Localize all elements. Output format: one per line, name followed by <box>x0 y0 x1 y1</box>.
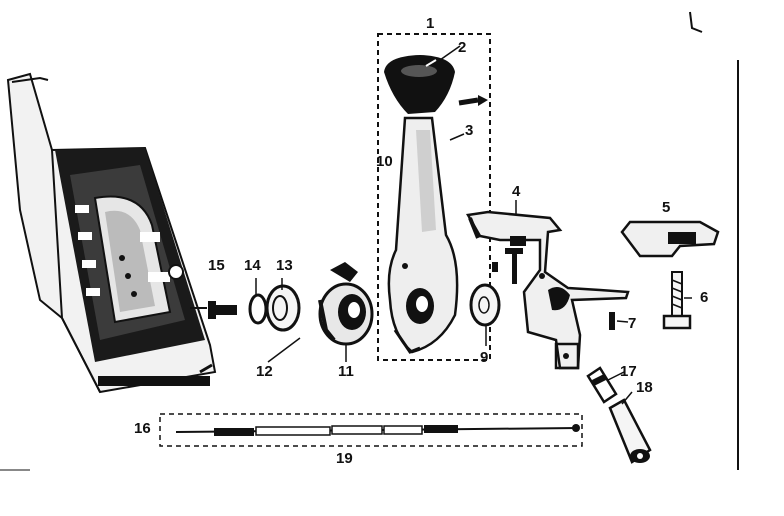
label-part-6: 6 <box>700 289 708 306</box>
part-10-lever-arm <box>387 116 459 354</box>
part-2-knob <box>384 55 455 114</box>
label-part-12: 12 <box>256 363 273 380</box>
part-15-screw <box>190 301 237 319</box>
part-5-clip <box>620 220 720 258</box>
part-12-leader <box>267 337 301 363</box>
leader-lines <box>255 45 692 405</box>
label-part-13: 13 <box>276 257 293 274</box>
part-17-ferrule <box>586 366 618 404</box>
part-3-pin <box>458 95 488 106</box>
label-part-2: 2 <box>458 39 466 56</box>
part-13-disc <box>265 284 301 332</box>
control-box-housing <box>6 72 217 394</box>
label-part-16: 16 <box>134 420 151 437</box>
label-part-7: 7 <box>628 315 636 332</box>
label-part-14: 14 <box>244 257 261 274</box>
label-part-18: 18 <box>636 379 653 396</box>
label-part-3: 3 <box>465 122 473 139</box>
label-part-19: 19 <box>336 450 353 467</box>
lever-assembly-outline <box>377 33 491 361</box>
label-part-9: 9 <box>480 349 488 366</box>
part-4-bracket <box>466 210 630 370</box>
label-part-5: 5 <box>662 199 670 216</box>
part-16-cable <box>159 413 583 447</box>
label-part-1: 1 <box>426 15 434 32</box>
cable-outline <box>159 413 583 447</box>
part-6-bolt <box>662 271 692 330</box>
part-7-screw <box>609 312 615 330</box>
label-part-15: 15 <box>208 257 225 274</box>
part-11-hub <box>318 262 374 346</box>
label-part-10: 10 <box>376 153 393 170</box>
part-18-cable-end <box>608 398 652 464</box>
label-part-4: 4 <box>512 183 521 200</box>
label-part-17: 17 <box>620 363 637 380</box>
label-part-11: 11 <box>338 363 354 380</box>
part-9-washer <box>469 283 501 327</box>
corner-mark <box>689 11 703 33</box>
bracket-bolt <box>492 248 523 284</box>
part-14-washer <box>248 293 268 325</box>
